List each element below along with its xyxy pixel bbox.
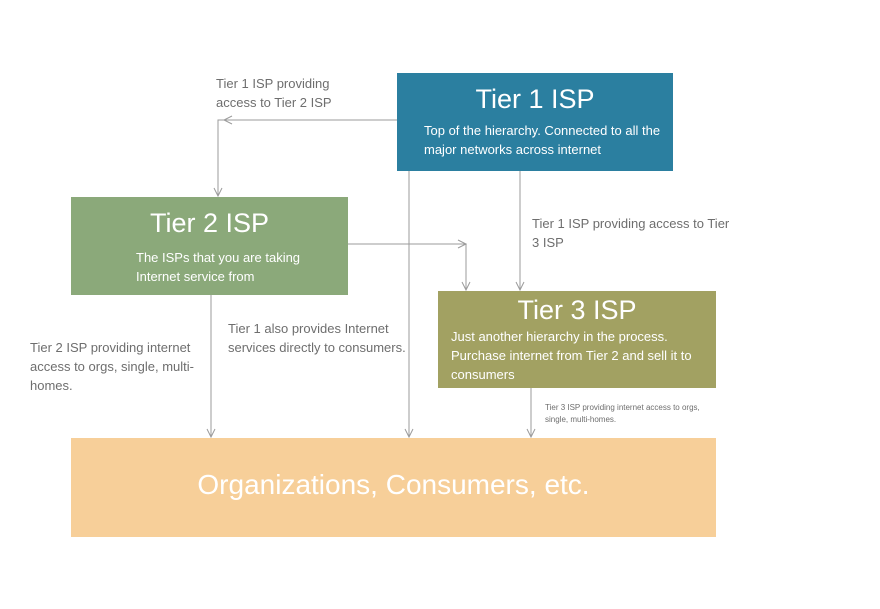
arrowhead-tier1-to-tier3 [515,281,525,292]
arrowhead-tier3-to-consumers [526,428,536,439]
tier1-box: Tier 1 ISP Top of the hierarchy. Connect… [397,73,673,171]
tier3-description: Just another hierarchy in the process. P… [451,329,692,382]
tier3-title: Tier 3 ISP [517,295,637,325]
arrowhead-tier2-to-tier3 [461,281,471,292]
annotation-tier1-to-tier2: Tier 1 ISP providing access to Tier 2 IS… [216,76,332,110]
tier1-title: Tier 1 ISP [475,84,595,114]
connector-tier1-to-tier2 [217,119,397,196]
annotation-tier3-to-consumers: Tier 3 ISP providing internet access to … [545,403,700,424]
arrowhead-tier1-to-tier2 [213,187,223,198]
arrowhead-tier2-to-consumers [206,428,216,439]
arrowhead-tier2-to-tier3-mid-0 [457,239,468,249]
tier3-box: Tier 3 ISP Just another hierarchy in the… [438,291,716,388]
tier2-description: The ISPs that you are taking Internet se… [136,250,301,284]
tier2-title: Tier 2 ISP [149,208,270,238]
connector-tier2-to-tier3 [348,243,467,290]
annotation-tier1-to-tier3: Tier 1 ISP providing access to Tier 3 IS… [532,216,730,250]
arrowhead-tier1-to-consumers [404,428,414,439]
arrowhead-tier1-to-tier2-mid-0 [222,115,233,125]
tier2-box: Tier 2 ISP The ISPs that you are taking … [71,197,348,295]
consumers-title: Organizations, Consumers, etc. [197,469,590,500]
annotation-tier1-direct: Tier 1 also provides Internet services d… [228,321,406,355]
tier1-description: Top of the hierarchy. Connected to all t… [424,123,661,157]
consumers-box: Organizations, Consumers, etc. [71,438,716,537]
annotation-tier2-to-consumers: Tier 2 ISP providing internet access to … [30,340,195,393]
